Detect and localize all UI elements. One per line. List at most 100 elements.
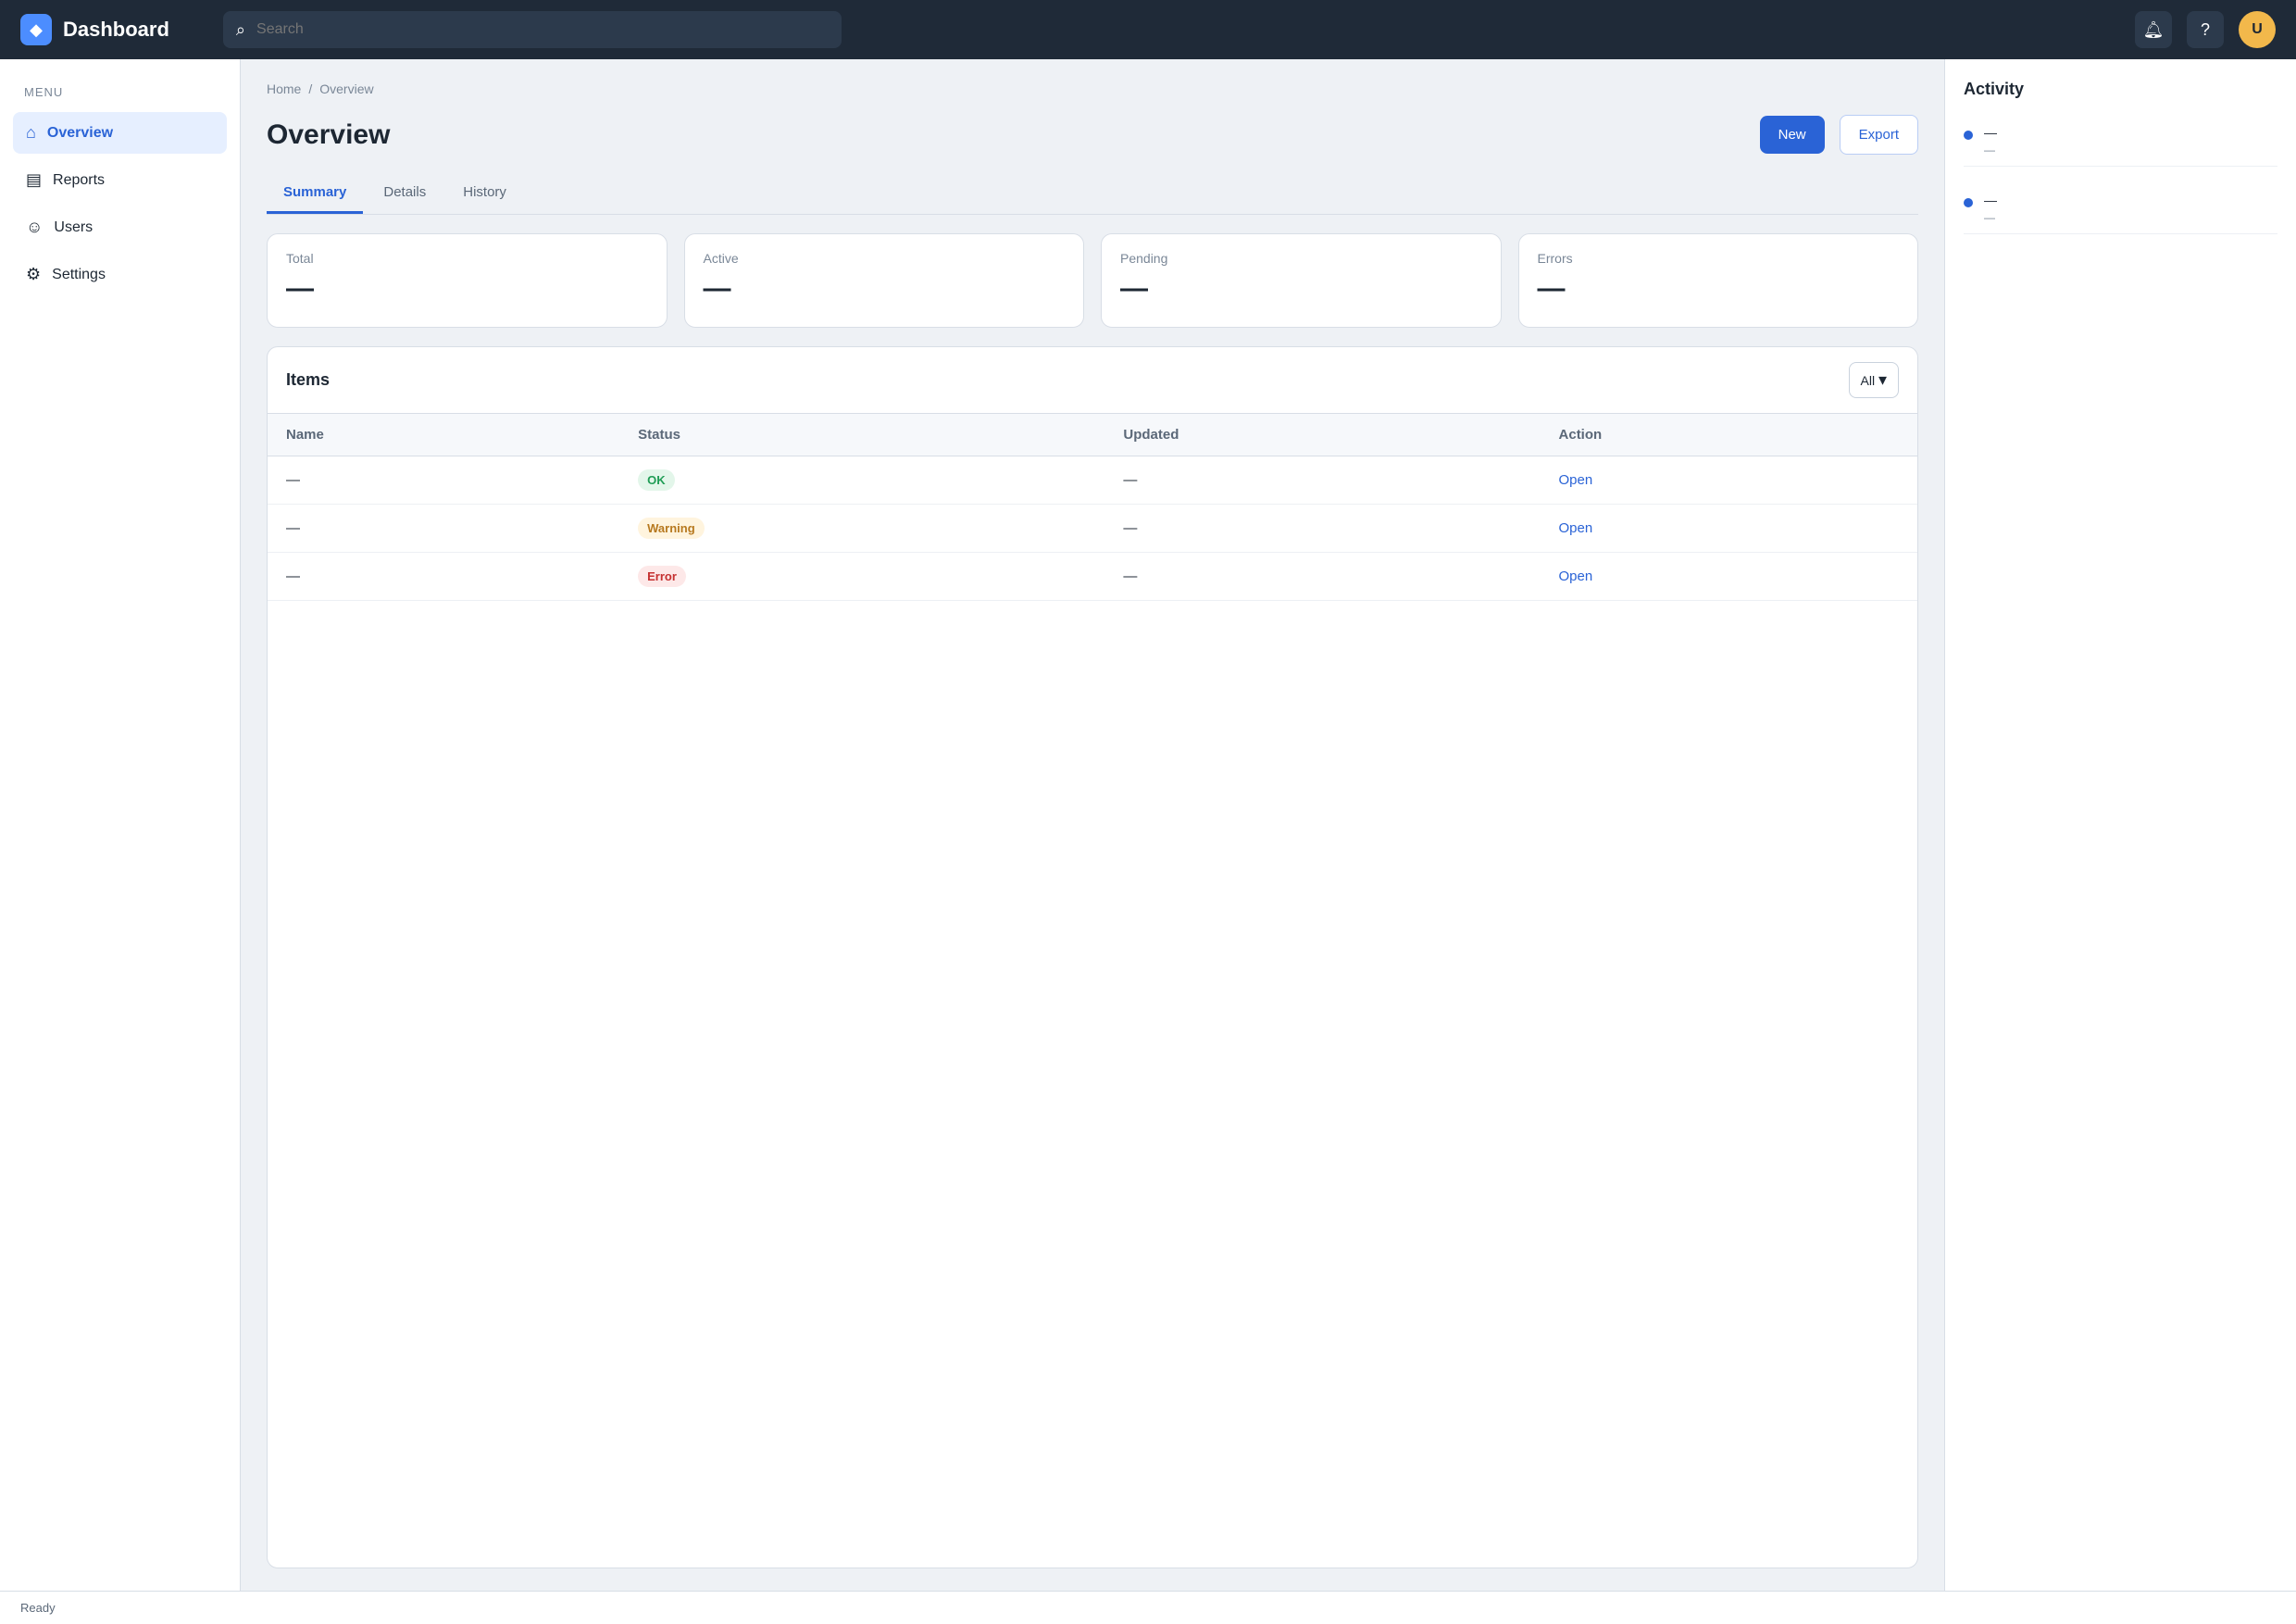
stat-cards: Total — Active — Pending — Errors — [267,233,1918,328]
sidebar-item-label: Overview [46,124,114,141]
page-title: Overview [267,119,391,150]
stat-value: — [1537,273,1566,304]
users-icon: ☺ [26,218,44,236]
stat-label: Errors [1537,251,1573,266]
column-header[interactable]: Name [268,414,620,456]
cell-updated: — [1104,456,1541,505]
brand[interactable]: ◆ Dashboard [20,14,169,45]
bell-icon: 🔔︎ [2142,19,2165,39]
activity-title: Activity [1964,80,2025,98]
column-header: Action [1540,414,1917,456]
stat-value: — [703,273,731,304]
activity-dot-icon [1964,131,1973,140]
cell-name: — [268,456,620,505]
activity-time: — [1984,211,1995,224]
logo-icon: ◆ [20,14,52,45]
cell-updated: — [1104,552,1541,601]
filter-value: All [1860,373,1876,388]
column-header[interactable]: Updated [1104,414,1541,456]
stat-label: Total [286,251,314,266]
notifications-button[interactable]: 🔔︎ [2135,11,2172,48]
top-actions: 🔔︎ ? U [2135,11,2276,48]
status-bar: Ready [0,1591,2296,1624]
open-link[interactable]: Open [1558,568,1593,584]
top-bar: ◆ Dashboard ⌕ 🔔︎ ? U [0,0,2296,59]
items-panel: Items All ▾ Name Status Updated Action [267,346,1918,1568]
sidebar-item-label: Reports [53,171,106,188]
activity-body: — — [1984,193,1997,224]
chart-icon: ▤ [26,170,43,189]
cell-action: Open [1540,552,1917,601]
status-badge: OK [638,469,675,491]
sidebar-item-label: Users [54,219,94,235]
activity-body: — — [1984,125,1997,156]
status-text: Ready [20,1601,56,1615]
tab-summary[interactable]: Summary [267,173,364,214]
breadcrumb-item[interactable]: Home [267,81,302,96]
chevron-down-icon: ▾ [1878,370,1887,389]
table-header-row: Name Status Updated Action [268,414,1917,456]
cell-status: Error [619,552,1105,601]
export-button[interactable]: Export [1839,115,1918,155]
open-link[interactable]: Open [1558,472,1593,488]
sidebar-item-overview[interactable]: ⌂ Overview [13,112,227,154]
search-input[interactable] [255,20,829,39]
tab-history[interactable]: History [463,184,506,200]
open-link[interactable]: Open [1558,520,1593,536]
sidebar-item-settings[interactable]: ⚙ Settings [13,254,227,295]
tab-details[interactable]: Details [383,184,427,200]
home-icon: ⌂ [26,123,36,142]
panel-title: Items [286,370,331,389]
help-icon: ? [2200,19,2210,39]
app-name: Dashboard [63,18,169,41]
stat-card[interactable]: Active — [683,233,1084,328]
search-box[interactable]: ⌕ [222,11,842,48]
activity-text: — [1984,193,1997,207]
gear-icon: ⚙ [26,265,42,283]
help-button[interactable]: ? [2187,11,2224,48]
stat-card[interactable]: Total — [267,233,668,328]
cell-status: Warning [619,504,1105,553]
activity-item[interactable]: — — [1964,116,2277,167]
title-row: Overview New Export [267,115,1918,155]
cell-name: — [268,552,620,601]
table-row[interactable]: — Error — Open [268,552,1917,601]
activity-dot-icon [1964,198,1973,207]
tab-bar: Summary Details History [267,173,1918,215]
sidebar: Menu ⌂ Overview ▤ Reports ☺ Users ⚙ Sett… [0,59,241,1591]
sidebar-item-users[interactable]: ☺ Users [13,206,227,248]
cell-action: Open [1540,456,1917,505]
panel-header: Items All ▾ [268,347,1917,414]
activity-time: — [1984,144,1995,156]
status-badge: Warning [638,518,705,539]
main-content: Home / Overview Overview New Export Summ… [241,59,1944,1591]
new-button[interactable]: New [1759,116,1825,154]
breadcrumb: Home / Overview [267,81,1918,96]
items-table: Name Status Updated Action — OK — Open — [268,414,1917,601]
avatar[interactable]: U [2239,11,2276,48]
activity-text: — [1984,125,1997,140]
stat-value: — [286,273,314,304]
stat-label: Active [703,251,739,266]
cell-updated: — [1104,504,1541,553]
cell-status: OK [619,456,1105,505]
status-badge: Error [638,566,686,587]
stat-card[interactable]: Pending — [1101,233,1502,328]
breadcrumb-separator: / [308,81,313,96]
cell-action: Open [1540,504,1917,553]
table-row[interactable]: — Warning — Open [268,504,1917,553]
cell-name: — [268,504,620,553]
stat-label: Pending [1120,251,1168,266]
stat-value: — [1120,273,1148,304]
sidebar-item-reports[interactable]: ▤ Reports [13,159,227,201]
column-header[interactable]: Status [619,414,1105,456]
filter-group: All ▾ [1848,362,1899,398]
filter-select[interactable]: All ▾ [1848,362,1899,398]
search-icon: ⌕ [235,19,246,39]
sidebar-item-label: Settings [52,266,106,282]
stat-card[interactable]: Errors — [1517,233,1918,328]
activity-sidebar: Activity — — — — [1944,59,2296,1591]
activity-item[interactable]: — — [1964,183,2277,234]
table-row[interactable]: — OK — Open [268,456,1917,505]
